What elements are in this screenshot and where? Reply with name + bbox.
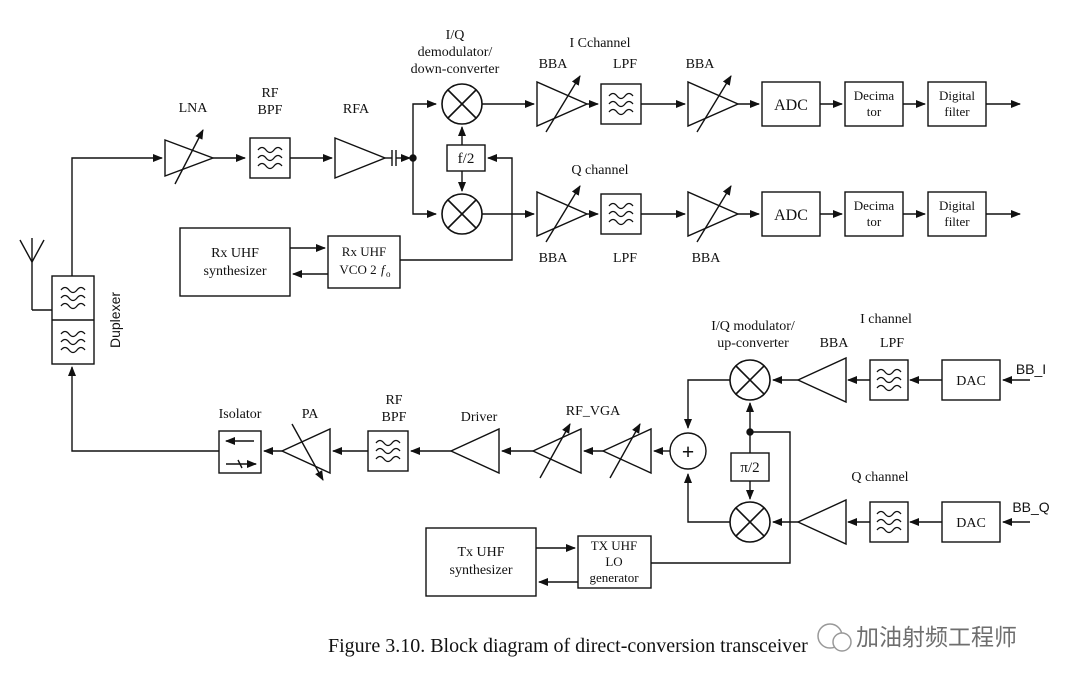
decimator-i-label-1: Decima xyxy=(854,88,895,103)
bba-q-rx-1 xyxy=(536,190,589,238)
bba-i-tx xyxy=(796,356,847,404)
decimator-i-label-2: tor xyxy=(867,104,882,119)
rf-bpf-rx xyxy=(249,137,291,179)
dac-q-label: DAC xyxy=(956,516,986,531)
decimator-q-label-2: tor xyxy=(867,214,882,229)
q-mod-mixer xyxy=(729,501,771,543)
lna-amplifier xyxy=(164,129,215,185)
tx-lo-label-3: generator xyxy=(589,570,639,585)
watermark-text: 加油射频工程师 xyxy=(856,625,1017,651)
rx-vco-label-2: VCO 2 xyxy=(339,262,376,277)
digital-filter-q-label-1: Digital xyxy=(939,198,975,213)
digital-filter-q-label-2: filter xyxy=(944,214,970,229)
bba-i-tx-label: BBA xyxy=(820,336,850,351)
watermark: 加油射频工程师 xyxy=(817,623,1017,652)
f-half-label: f/2 xyxy=(458,151,475,167)
duplexer xyxy=(51,275,95,365)
tx-lo-label-1: TX UHF xyxy=(591,538,638,553)
antenna-icon xyxy=(19,238,52,311)
lpf-i-tx xyxy=(869,359,909,401)
tx-uhf-lo-generator xyxy=(577,535,652,589)
rf-vga-label: RF_VGA xyxy=(566,404,621,419)
digital-filter-i-label-2: filter xyxy=(944,104,970,119)
isolator xyxy=(218,430,262,474)
summer-sign: + xyxy=(682,439,695,464)
rx-uhf-synthesizer xyxy=(179,227,291,297)
bba-q-rx-2 xyxy=(687,190,740,238)
tx-synth-label-2: synthesizer xyxy=(450,563,513,578)
rf-bpf-tx-label-1: RF xyxy=(385,393,402,408)
rx-vco-label-sub: o xyxy=(386,269,391,279)
digital-filter-i-label-1: Digital xyxy=(939,88,975,103)
rf-vga-amp-2 xyxy=(601,427,652,475)
q-demod-mixer xyxy=(441,193,483,235)
tx-lo-label-2: LO xyxy=(605,554,622,569)
lpf-q-tx xyxy=(869,501,909,543)
driver-amplifier xyxy=(449,427,500,475)
q-channel-tx-label: Q channel xyxy=(851,470,908,485)
adc-i xyxy=(761,81,821,127)
bba-i-rx-1 xyxy=(536,80,589,128)
bba-q-tx xyxy=(796,498,847,546)
rfa-amplifier xyxy=(334,136,387,180)
rx-synth-label-2: synthesizer xyxy=(204,264,267,279)
lpf-i-rx-label: LPF xyxy=(613,57,637,72)
i-channel-tx-label: I channel xyxy=(860,312,912,327)
bb-i-label: BB_I xyxy=(1016,361,1046,377)
bba-i-rx-2-label: BBA xyxy=(686,57,716,72)
figure-caption: Figure 3.10. Block diagram of direct-con… xyxy=(328,635,808,657)
i-mod-mixer xyxy=(729,359,771,401)
decimator-i xyxy=(844,81,904,127)
lpf-i-rx xyxy=(600,83,642,125)
tx-uhf-synthesizer xyxy=(425,527,537,597)
bba-q-rx-1-label: BBA xyxy=(539,251,569,266)
tx-synth-label-1: Tx UHF xyxy=(457,545,504,560)
adc-i-label: ADC xyxy=(774,97,808,114)
rx-uhf-vco xyxy=(327,235,401,289)
iq-mod-label-1: I/Q modulator/ xyxy=(711,319,795,334)
pa-amplifier xyxy=(280,427,331,475)
rx-vco-label-1: Rx UHF xyxy=(342,244,386,259)
decimator-q xyxy=(844,191,904,237)
dac-i xyxy=(941,359,1001,401)
iq-demod-label-1: I/Q xyxy=(446,28,465,43)
rf-bpf-rx-label-1: RF xyxy=(261,86,278,101)
rx-synth-label-1: Rx UHF xyxy=(211,246,259,261)
q-channel-rx-label: Q channel xyxy=(571,163,628,178)
i-demod-mixer xyxy=(441,83,483,125)
lna-label: LNA xyxy=(179,101,209,116)
dac-i-label: DAC xyxy=(956,374,986,389)
duplexer-label: Duplexer xyxy=(107,292,123,348)
pi-half-label: π/2 xyxy=(740,460,759,476)
decimator-q-label-1: Decima xyxy=(854,198,895,213)
i-channel-rx-label: I Cchannel xyxy=(569,36,630,51)
rf-bpf-rx-label-2: BPF xyxy=(258,103,283,118)
rfa-label: RFA xyxy=(343,102,370,117)
lpf-i-tx-label: LPF xyxy=(880,336,904,351)
bba-i-rx-2 xyxy=(687,80,740,128)
bba-i-rx-1-label: BBA xyxy=(539,57,569,72)
f-half-divider xyxy=(446,144,486,172)
lpf-q-rx-label: LPF xyxy=(613,251,637,266)
bb-q-label: BB_Q xyxy=(1012,499,1049,515)
adc-q-label: ADC xyxy=(774,207,808,224)
isolator-label: Isolator xyxy=(219,407,262,422)
lpf-q-rx xyxy=(600,193,642,235)
pa-label: PA xyxy=(302,407,320,422)
bba-q-rx-2-label: BBA xyxy=(692,251,722,266)
rf-bpf-tx-label-2: BPF xyxy=(382,410,407,425)
rf-bpf-tx xyxy=(367,430,409,472)
iq-demod-label-3: down-converter xyxy=(411,62,500,77)
iq-mod-label-2: up-converter xyxy=(717,336,789,351)
driver-label: Driver xyxy=(461,410,498,425)
iq-demod-label-2: demodulator/ xyxy=(418,45,493,60)
rx-vco-label-f: f xyxy=(381,262,387,277)
dac-q xyxy=(941,501,1001,543)
rf-vga-amp-1 xyxy=(531,427,582,475)
